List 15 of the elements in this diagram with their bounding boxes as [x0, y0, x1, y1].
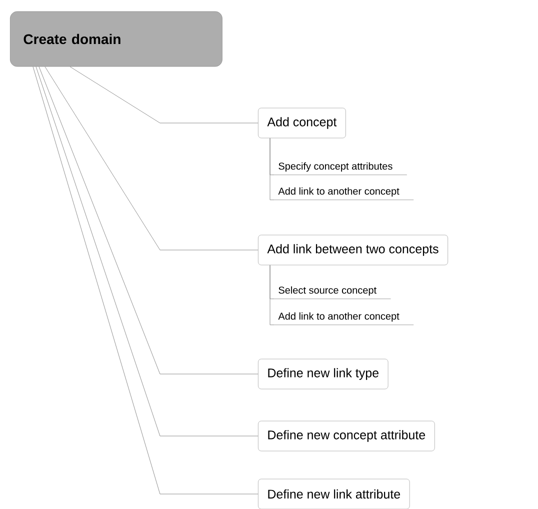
- topic-box: Define new link type: [258, 358, 388, 390]
- subtopic-item: Add link to another concept: [274, 312, 414, 326]
- root-topic-box: Create domain: [10, 11, 222, 67]
- subtopic-item: Specify concept attributes: [274, 162, 408, 176]
- topic-box: Add concept: [258, 108, 346, 138]
- subtopic-item: Add link to another concept: [274, 187, 414, 200]
- connector-line: [38, 66, 258, 374]
- connector-line: [70, 66, 258, 124]
- connector-line: [270, 138, 274, 200]
- topic-box: Define new concept attribute: [258, 420, 435, 452]
- connector-line: [270, 265, 274, 326]
- subtopic-item: Select source concept: [274, 286, 391, 300]
- topic-box: Define new link attribute: [258, 478, 410, 509]
- topic-box: Add link between two concepts: [258, 234, 448, 266]
- connector-line: [44, 66, 258, 250]
